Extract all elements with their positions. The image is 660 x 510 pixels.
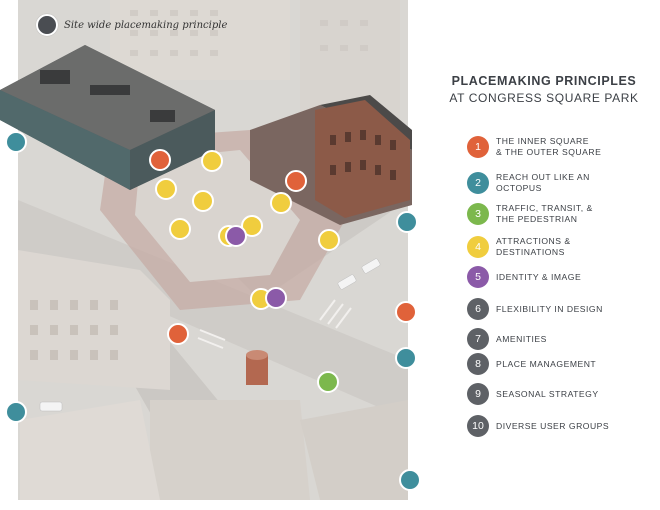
- map-markers: [5, 131, 420, 491]
- principle-number-badge: 7: [467, 328, 489, 350]
- principles-title: PLACEMAKING PRINCIPLES AT CONGRESS SQUAR…: [432, 74, 656, 105]
- principle-4: 4 Attractions & Destinations: [467, 236, 657, 258]
- site-wide-label: Site wide placemaking principle: [64, 19, 228, 31]
- map-marker-principle-1: [285, 170, 307, 192]
- map-marker-principle-4: [241, 215, 263, 237]
- map-marker-principle-1: [167, 323, 189, 345]
- map-marker-principle-2: [5, 401, 27, 423]
- principle-label: Traffic, Transit, & The Pedestrian: [496, 203, 593, 224]
- principle-6: 6 Flexibility in Design: [467, 298, 657, 320]
- map-marker-principle-4: [270, 192, 292, 214]
- principle-number-badge: 2: [467, 172, 489, 194]
- map-marker-principle-3: [317, 371, 339, 393]
- principle-number-badge: 10: [467, 415, 489, 437]
- map-marker-principle-4: [318, 229, 340, 251]
- principle-label: Reach out like an Octopus: [496, 172, 590, 193]
- map-marker-principle-4: [201, 150, 223, 172]
- principle-number-badge: 9: [467, 383, 489, 405]
- principle-label: Identity & Image: [496, 271, 582, 282]
- principle-number-badge: 5: [467, 266, 489, 288]
- map-marker-principle-2: [399, 469, 420, 491]
- map-marker-principle-2: [396, 211, 418, 233]
- principle-10: 10 Diverse User Groups: [467, 415, 657, 437]
- principle-2: 2 Reach out like an Octopus: [467, 172, 657, 194]
- principle-number-badge: 6: [467, 298, 489, 320]
- principle-label: Attractions & Destinations: [496, 236, 571, 257]
- principle-label: Seasonal Strategy: [496, 388, 599, 399]
- title-line-2: AT CONGRESS SQUARE PARK: [449, 91, 639, 105]
- principle-number-badge: 4: [467, 236, 489, 258]
- aerial-map: [0, 0, 420, 500]
- principle-label: Amenities: [496, 333, 547, 344]
- map-marker-principle-2: [395, 347, 417, 369]
- aerial-map-illustration: [0, 0, 420, 500]
- principle-7: 7 Amenities: [467, 328, 657, 350]
- title-line-1: PLACEMAKING PRINCIPLES: [451, 74, 637, 88]
- map-marker-principle-2: [5, 131, 27, 153]
- map-marker-principle-5: [265, 287, 287, 309]
- site-wide-marker-icon: [36, 14, 58, 36]
- principle-label: Place Management: [496, 358, 597, 369]
- principle-number-badge: 8: [467, 353, 489, 375]
- principle-1: 1 The Inner Square & The Outer Square: [467, 136, 657, 158]
- principle-label: Diverse User Groups: [496, 420, 610, 431]
- principle-3: 3 Traffic, Transit, & The Pedestrian: [467, 203, 657, 225]
- map-marker-principle-4: [192, 190, 214, 212]
- principle-label: The Inner Square & The Outer Square: [496, 136, 602, 157]
- map-marker-principle-1: [149, 149, 171, 171]
- map-marker-principle-5: [225, 225, 247, 247]
- map-marker-principle-4: [155, 178, 177, 200]
- site-wide-legend: Site wide placemaking principle: [36, 14, 227, 36]
- principle-number-badge: 1: [467, 136, 489, 158]
- principle-5: 5 Identity & Image: [467, 266, 657, 288]
- principle-label: Flexibility in Design: [496, 303, 603, 314]
- principle-number-badge: 3: [467, 203, 489, 225]
- map-marker-principle-4: [169, 218, 191, 240]
- principle-9: 9 Seasonal Strategy: [467, 383, 657, 405]
- principle-8: 8 Place Management: [467, 353, 657, 375]
- map-marker-principle-1: [395, 301, 417, 323]
